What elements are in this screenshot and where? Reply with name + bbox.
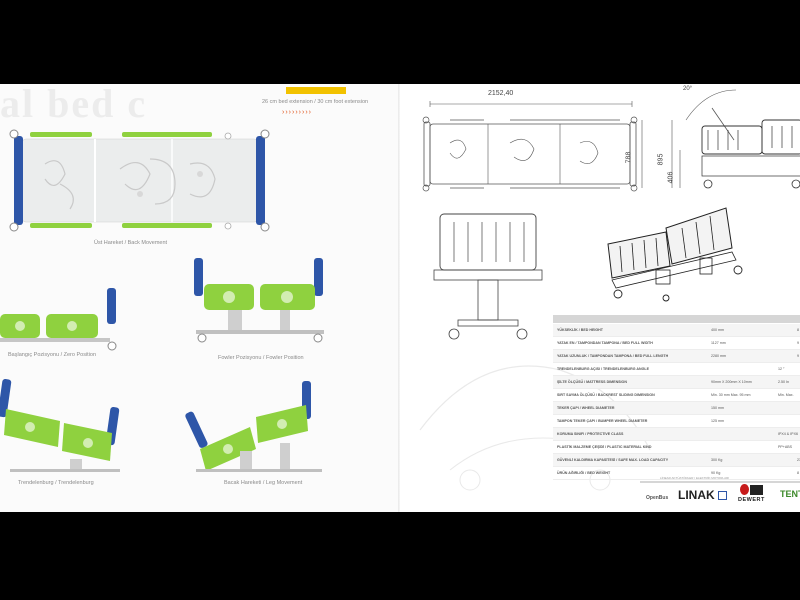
extension-caption: 26 cm bed extension / 30 cm foot extensi… bbox=[262, 99, 369, 105]
spec-value: 1127 mm bbox=[711, 341, 726, 345]
spec-value-alt: 2.50 In bbox=[778, 380, 789, 384]
right-page: 2152,40 788 bbox=[400, 84, 800, 512]
caption-trendelenburg: Trendelenburg / Trendelenburg bbox=[18, 480, 94, 486]
spec-value-alt: 12 ° bbox=[778, 367, 785, 371]
spec-value: 90mm X 200mm X 10mm bbox=[711, 380, 752, 384]
spec-value: 300 Kg bbox=[711, 458, 723, 462]
spec-row: SIRT SAYMA ÖLÇÜSÜ / BACKREST SLIDING DIM… bbox=[553, 389, 800, 402]
caption-top-view: Üst Hareket / Back Movement bbox=[94, 240, 168, 246]
spec-value-extra: 8 bbox=[797, 471, 799, 475]
watermark-text: al bed c bbox=[0, 84, 148, 126]
spec-value: 2280 mm bbox=[711, 354, 726, 358]
linak-mark-icon bbox=[718, 491, 727, 500]
spec-row: TEKER ÇAPI / WHEEL DIAMETER 150 mm bbox=[553, 402, 800, 415]
spec-label: GÜVENLİ KALDIRMA KAPASİTESİ / SAFE MAX. … bbox=[557, 458, 669, 462]
openbus-logo: OpenBus bbox=[646, 495, 669, 501]
spec-label: YATAK EN / TAMPONDAN TAMPONA / BED FULL … bbox=[557, 341, 653, 345]
spec-row: ŞİLTE ÖLÇÜSÜ / MATTRESS DIMENSION 90mm X … bbox=[553, 376, 800, 389]
spec-row: TAMPON TEKER ÇAPI / BUMPER WHEEL DIAMETE… bbox=[553, 415, 800, 428]
spec-value-extra: 9 bbox=[797, 354, 799, 358]
brochure-spread: al bed c 26 cm bed extension / 30 cm foo… bbox=[0, 84, 800, 512]
left-page: al bed c 26 cm bed extension / 30 cm foo… bbox=[0, 84, 400, 512]
height-dimension: 895 bbox=[657, 153, 665, 166]
technical-top-view bbox=[422, 101, 643, 192]
caption-chair-position: Fowler Pozisyonu / Fowler Position bbox=[218, 355, 304, 361]
tente-logo: TENTE bbox=[780, 489, 800, 499]
spec-label: ŞİLTE ÖLÇÜSÜ / MATTRESS DIMENSION bbox=[557, 380, 627, 384]
spec-value-alt: IPX4 & IPX6 bbox=[778, 432, 798, 436]
angle-dimension: 20° bbox=[683, 86, 693, 92]
width-dimension: 788 bbox=[625, 151, 633, 164]
spec-value: 125 mm bbox=[711, 419, 724, 423]
spec-row: YATAK UZUNLUK / TAMPONDAN TAMPONA / BED … bbox=[553, 350, 800, 363]
spec-value-extra: 23 bbox=[797, 458, 800, 462]
spec-row: GÜVENLİ KALDIRMA KAPASİTESİ / SAFE MAX. … bbox=[553, 454, 800, 467]
low-height-dimension: 406 bbox=[667, 171, 675, 184]
spec-label: YATAK UZUNLUK / TAMPONDAN TAMPONA / BED … bbox=[557, 354, 669, 358]
spec-label: TRENDELENBURG AÇISI / TRENDELENBURG ANGL… bbox=[557, 367, 649, 371]
spec-row: TRENDELENBURG AÇISI / TRENDELENBURG ANGL… bbox=[553, 363, 800, 376]
spec-row: PLASTİK MALZEME ÇEŞİDİ / PLASTIC MATERIA… bbox=[553, 441, 800, 454]
bed-top-view bbox=[9, 129, 270, 232]
spec-label: SIRT SAYMA ÖLÇÜSÜ / BACKREST SLIDING DIM… bbox=[557, 393, 655, 397]
spec-value-extra: 9 bbox=[797, 341, 799, 345]
spec-label: TAMPON TEKER ÇAPI / BUMPER WHEEL DIAMETE… bbox=[557, 419, 648, 423]
logo-strip-divider bbox=[640, 481, 800, 483]
arrow-chevrons: ››››››››› bbox=[282, 109, 312, 116]
spec-row: YÜKSEKLİK / BED HEIGHT 400 mm 8 bbox=[553, 324, 800, 337]
bed-leg-movement-position bbox=[185, 381, 322, 472]
yellow-tag bbox=[286, 87, 346, 94]
spec-row: ÜRÜN AĞIRLIĞI / BED WEIGHT 90 Kg 8 bbox=[553, 467, 800, 480]
spec-value-alt: PP+ABS bbox=[778, 445, 793, 449]
dewert-logo: DEWERT bbox=[738, 497, 765, 503]
spec-value: 150 mm bbox=[711, 406, 724, 410]
technical-front-view bbox=[433, 213, 543, 340]
spec-row: YATAK EN / TAMPONDAN TAMPONA / BED FULL … bbox=[553, 337, 800, 350]
technical-perspective-view bbox=[607, 207, 743, 302]
linak-logo: LINAK bbox=[678, 488, 715, 502]
spec-label: KORUMA SINIFI / PROTECTIVE CLASS bbox=[557, 432, 624, 436]
length-dimension: 2152,40 bbox=[488, 90, 514, 97]
caption-leg-movement: Bacak Hareketi / Leg Movement bbox=[224, 480, 303, 486]
spec-value: Min. 30 mm Max. 95 mm bbox=[711, 393, 751, 397]
spec-label: PLASTİK MALZEME ÇEŞİDİ / PLASTIC MATERIA… bbox=[557, 445, 652, 449]
spec-value-extra: 8 bbox=[797, 328, 799, 332]
spec-value-alt: Min. Max. bbox=[778, 393, 794, 397]
spec-value: 90 Kg bbox=[711, 471, 721, 475]
spec-label: TEKER ÇAPI / WHEEL DIAMETER bbox=[557, 406, 615, 410]
dewert-mark-icon bbox=[740, 484, 764, 495]
spec-label: YÜKSEKLİK / BED HEIGHT bbox=[557, 328, 603, 332]
logo-strip-label: LİNEAR AKTÜATÖRLER / ELEKTRİK MOTORLARI bbox=[660, 476, 730, 480]
bed-trendelenburg-position bbox=[0, 379, 120, 472]
bed-chair-position bbox=[194, 258, 324, 343]
spec-label: ÜRÜN AĞIRLIĞI / BED WEIGHT bbox=[557, 471, 611, 475]
spec-value: 400 mm bbox=[711, 328, 724, 332]
technical-side-view bbox=[671, 89, 800, 189]
bed-zero-position bbox=[0, 288, 117, 351]
spec-table-header bbox=[553, 315, 800, 323]
spec-row: KORUMA SINIFI / PROTECTIVE CLASS IPX4 & I… bbox=[553, 428, 800, 441]
caption-zero-position: Başlangıç Pozisyonu / Zero Position bbox=[8, 352, 97, 358]
